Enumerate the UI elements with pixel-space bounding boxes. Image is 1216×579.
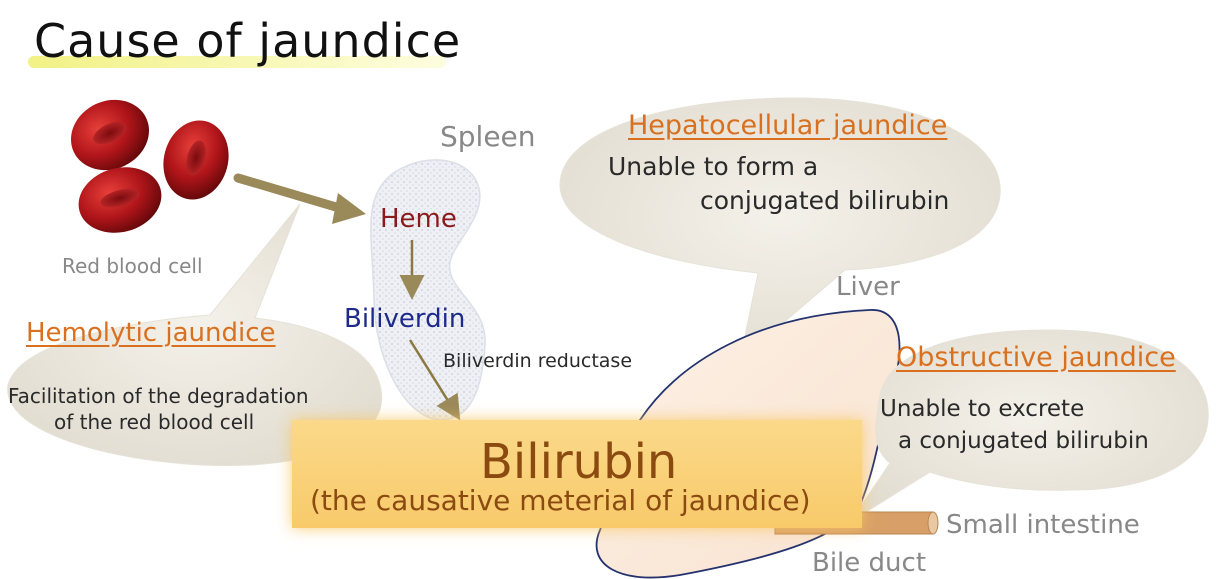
spleen-label: Spleen xyxy=(440,120,536,153)
hemolytic-jaundice-title: Hemolytic jaundice xyxy=(26,318,276,348)
hemolytic-line1: Facilitation of the degradation xyxy=(8,384,309,408)
rbc-3 xyxy=(71,158,169,242)
bilirubin-title: Bilirubin xyxy=(480,434,677,490)
biliverdin-label: Biliverdin xyxy=(344,304,465,334)
heme-label: Heme xyxy=(380,204,457,234)
obstructive-line2: a conjugated bilirubin xyxy=(898,428,1149,454)
hepatocellular-line1: Unable to form a xyxy=(608,152,818,181)
red-blood-cells-illustration xyxy=(59,87,237,241)
liver-label: Liver xyxy=(836,272,900,302)
hemolytic-line2: of the red blood cell xyxy=(54,410,254,434)
obstructive-jaundice-title: Obstructive jaundice xyxy=(896,342,1176,373)
hepatocellular-line2: conjugated bilirubin xyxy=(700,186,949,215)
small-intestine-label: Small intestine xyxy=(946,510,1140,540)
rbc-to-spleen-arrow xyxy=(238,178,346,210)
bilirubin-subtitle: (the causative meterial of jaundice) xyxy=(310,484,811,517)
bile-duct-label: Bile duct xyxy=(812,548,926,578)
hepatocellular-jaundice-title: Hepatocellular jaundice xyxy=(628,110,947,141)
rbc-2 xyxy=(155,113,238,207)
obstructive-line1: Unable to excrete xyxy=(880,396,1084,422)
biliverdin-reductase-label: Biliverdin reductase xyxy=(443,350,632,372)
rbc-to-spleen-arrowhead xyxy=(332,193,366,224)
spleen-shape xyxy=(371,160,485,420)
red-blood-cell-label: Red blood cell xyxy=(62,254,203,278)
rbc-1 xyxy=(59,87,160,182)
